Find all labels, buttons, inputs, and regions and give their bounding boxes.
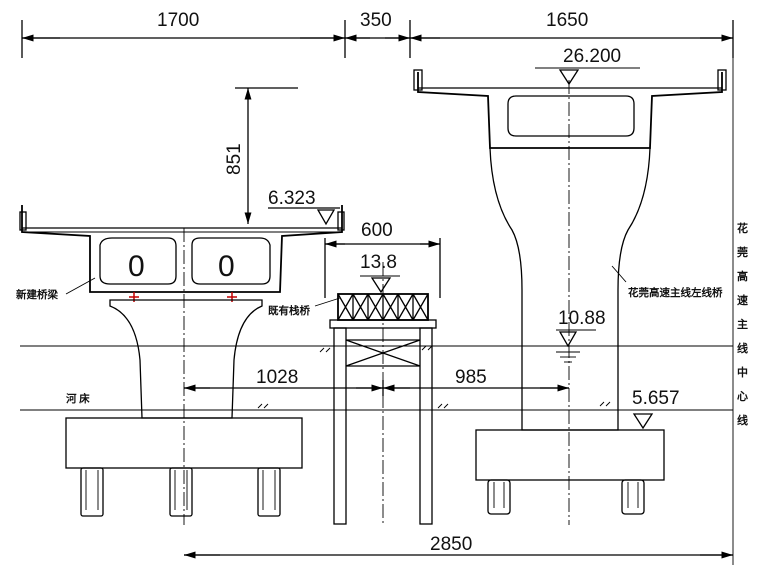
- centerlines: [183, 38, 734, 565]
- dim-left-span: 1700: [157, 10, 199, 31]
- water-level-mark: 10.88: [556, 308, 606, 363]
- offset-dimension: 1028 985: [184, 367, 569, 396]
- dim-trestle-width: 600: [361, 220, 393, 241]
- centerline-char: 线: [737, 341, 748, 355]
- right-deck-elevation: 26.200: [535, 46, 640, 86]
- cell-mark-left: 0: [128, 250, 145, 283]
- dim-gap-span: 350: [360, 10, 392, 31]
- new-bridge-pier: [65, 299, 303, 517]
- elev-water-level: 10.88: [558, 308, 606, 329]
- label-existing-trestle: 既有栈桥: [268, 304, 310, 317]
- cell-mark-right: 0: [218, 250, 235, 283]
- dim-right-span: 1650: [546, 10, 588, 31]
- dim-total-span: 2850: [430, 534, 472, 555]
- existing-trestle: 600 13.8: [324, 220, 441, 525]
- elev-right-cap: 5.657: [632, 388, 680, 409]
- bottom-dimension: 2850: [184, 534, 733, 559]
- centerline-char: 主: [737, 317, 748, 331]
- centerline-char: 莞: [736, 245, 748, 259]
- elev-trestle-deck: 13.8: [360, 252, 397, 273]
- annotations: 新建桥梁 既有栈桥 河 床 花莞高速主线左线桥 花 莞 高 速 主 线 中 心 …: [16, 221, 748, 427]
- centerline-char: 花: [737, 221, 748, 235]
- level-lines: [20, 345, 733, 411]
- centerline-char: 线: [737, 413, 748, 427]
- centerline-char: 中: [737, 365, 748, 379]
- label-riverbed: 河 床: [66, 392, 90, 405]
- label-main-line-bridge: 花莞高速主线左线桥: [628, 286, 723, 299]
- main-line-bridge-girder: [413, 69, 727, 149]
- new-bridge-girder: 0 0: [19, 205, 345, 302]
- right-cap-elevation: 5.657: [630, 388, 680, 430]
- dim-offset-right: 985: [455, 367, 487, 388]
- main-line-pier: [475, 147, 665, 515]
- left-deck-elevation: 6.323: [268, 188, 340, 226]
- dim-clearance: 851: [224, 143, 245, 175]
- centerline-char: 高: [737, 269, 748, 283]
- elev-right-deck: 26.200: [563, 46, 621, 67]
- label-new-bridge: 新建桥梁: [16, 288, 58, 301]
- clearance-dimension: 851: [224, 87, 298, 224]
- elev-left-deck: 6.323: [268, 188, 316, 209]
- centerline-label: 花 莞 高 速 主 线 中 心 线: [736, 221, 748, 427]
- dim-offset-left: 1028: [256, 367, 298, 388]
- top-dimension-chain: 1700 350 1650: [21, 10, 734, 58]
- centerline-char: 心: [737, 390, 748, 403]
- centerline-char: 速: [737, 293, 748, 307]
